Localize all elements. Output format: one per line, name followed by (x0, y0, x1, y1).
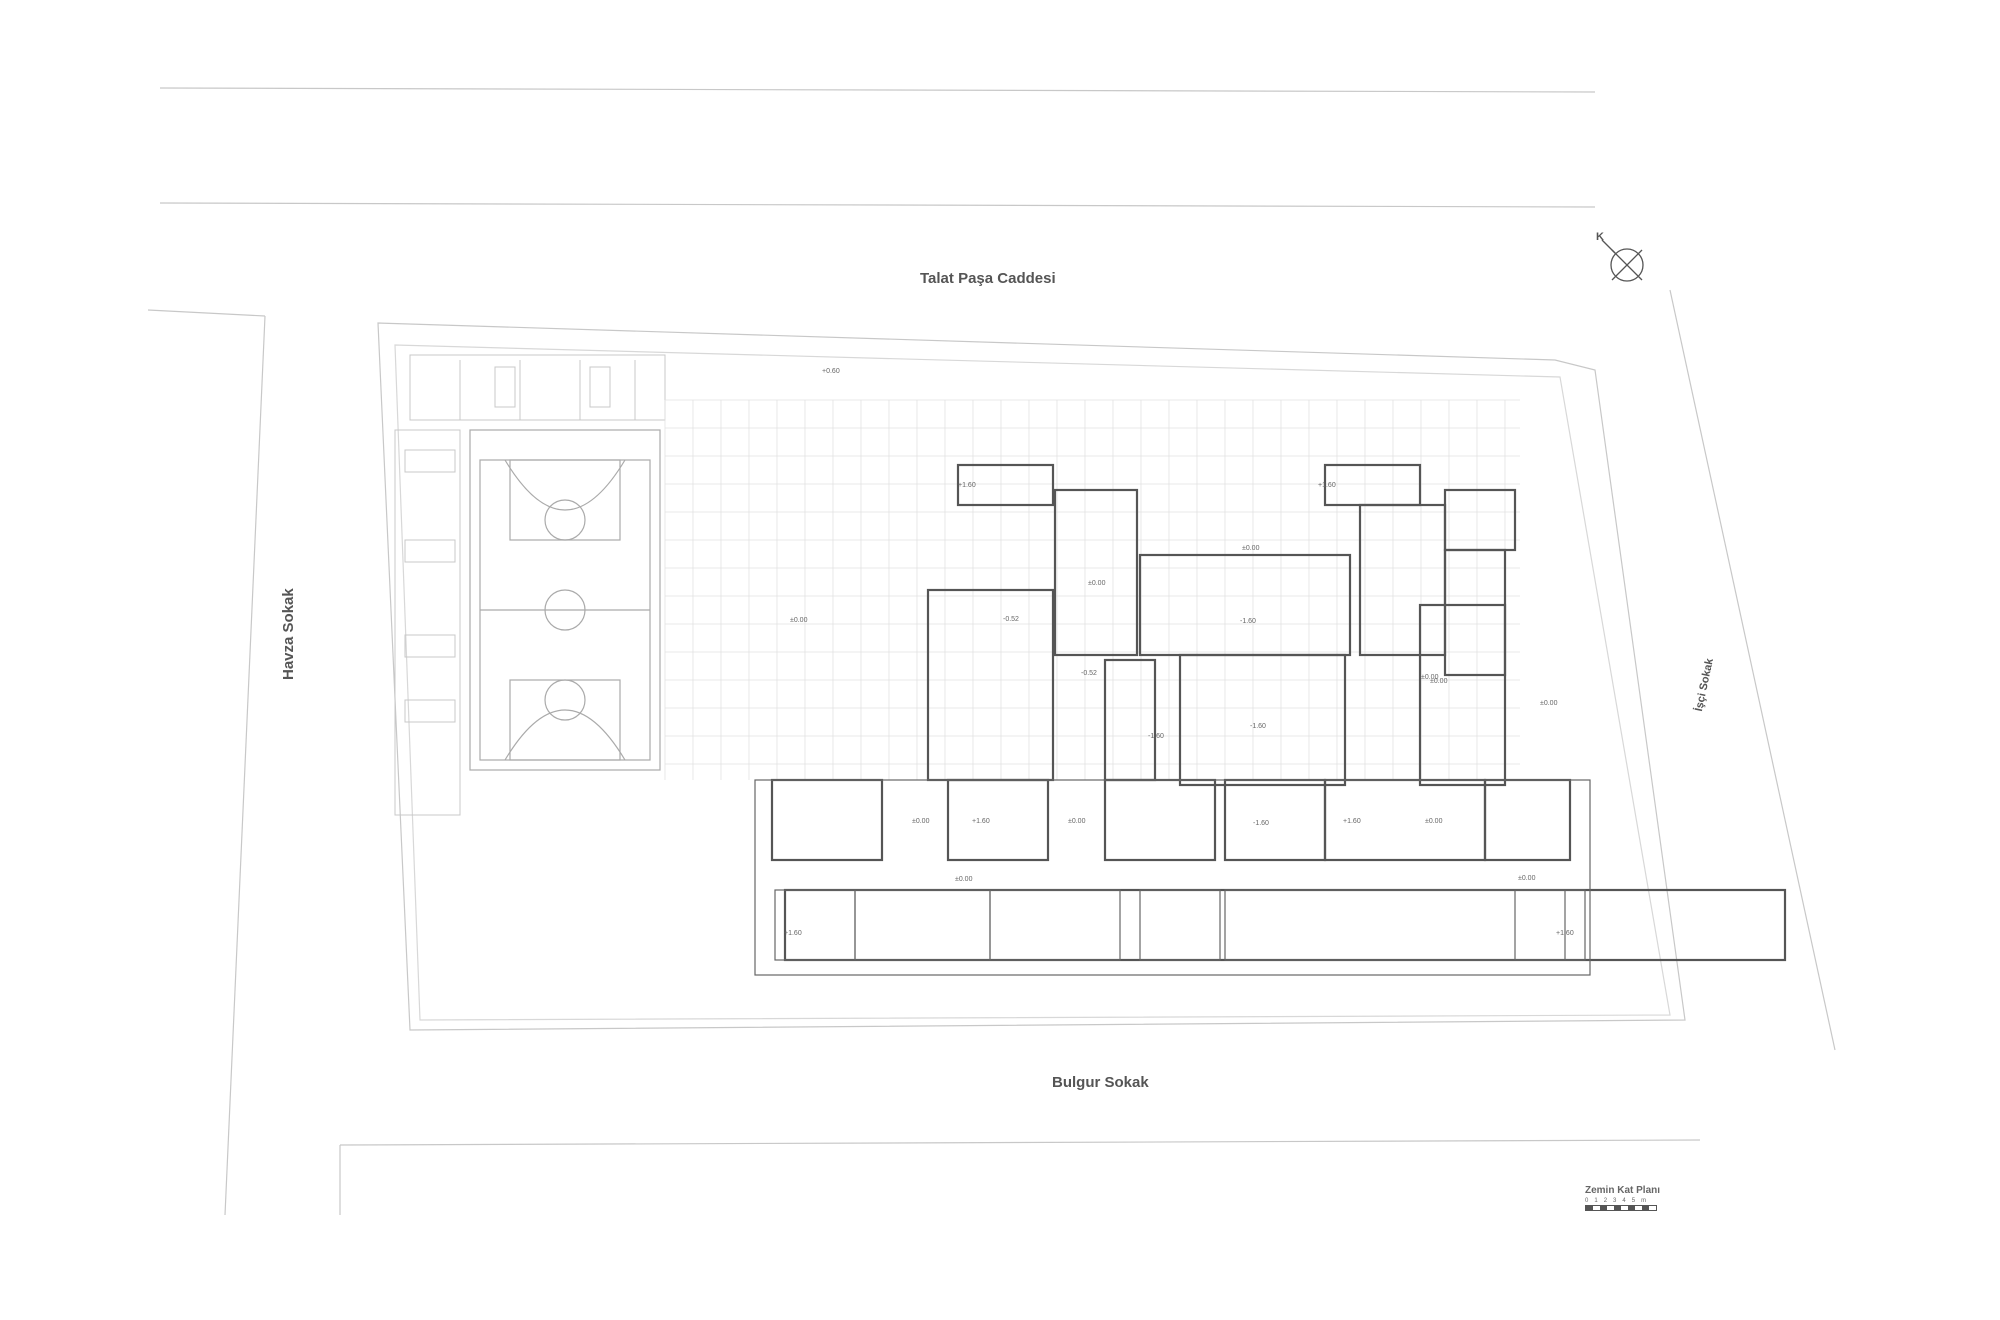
street-west: Havza Sokak (280, 588, 297, 680)
drawing-legend: Zemin Kat Planı 0 1 2 3 4 5 m (1585, 1185, 1675, 1211)
level-mark: ±0.00 (912, 818, 930, 825)
scale-tick: 1 (1594, 1198, 1598, 1204)
legend-title: Zemin Kat Planı (1585, 1185, 1661, 1196)
level-mark: -1.60 (1253, 820, 1269, 827)
scale-bar (1585, 1205, 1657, 1211)
level-mark: -0.52 (1003, 616, 1019, 623)
level-mark: -1.60 (1240, 618, 1256, 625)
building-walls (770, 463, 1787, 962)
scale-tick: 2 (1603, 1198, 1608, 1204)
level-mark: ±0.00 (1242, 545, 1260, 552)
level-mark: +0.60 (822, 368, 840, 375)
level-mark: +1.60 (784, 930, 802, 937)
level-mark: ±0.00 (1421, 674, 1439, 681)
level-mark: ±0.00 (1088, 580, 1106, 587)
level-mark: ±0.00 (1518, 875, 1536, 882)
scale-tick: 4 (1622, 1198, 1626, 1204)
scale-tick: 5 (1631, 1198, 1636, 1204)
level-mark: +1.60 (958, 482, 976, 489)
level-mark: -0.52 (1081, 670, 1097, 677)
level-mark: ±0.00 (955, 876, 973, 883)
level-mark: ±0.00 (1068, 818, 1086, 825)
basketball-court (469, 429, 661, 771)
level-mark: +1.60 (1318, 482, 1336, 489)
level-mark: ±0.00 (1430, 678, 1448, 685)
level-mark: ±0.00 (1540, 700, 1558, 707)
north-arrow-label: K (1596, 231, 1604, 243)
level-mark: +1.60 (1556, 930, 1574, 937)
level-mark: -1.60 (1148, 733, 1164, 740)
street-north: Talat Paşa Caddesi (920, 270, 1056, 287)
scale-unit: m (1641, 1198, 1647, 1204)
street-south: Bulgur Sokak (1052, 1074, 1149, 1091)
scale-tick: 3 (1613, 1198, 1617, 1204)
level-mark: +1.60 (972, 818, 990, 825)
scale-tick: 0 (1585, 1198, 1589, 1204)
scale-ticks: 0 1 2 3 4 5 m (1585, 1198, 1675, 1204)
level-mark: ±0.00 (790, 617, 808, 624)
north-arrow-symbol (1601, 239, 1644, 282)
level-mark: ±0.00 (1425, 818, 1443, 825)
parking-area (394, 354, 666, 816)
level-mark: -1.60 (1250, 723, 1266, 730)
plaza-paving-grid (664, 399, 1520, 780)
level-mark: +1.60 (1343, 818, 1361, 825)
